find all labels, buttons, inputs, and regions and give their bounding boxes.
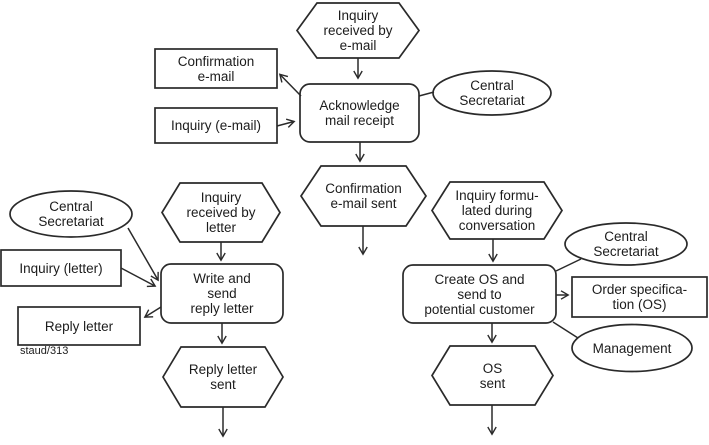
arrow-write-letter-to-reply-letter bbox=[143, 306, 162, 318]
document-reply-letter-shape bbox=[17, 306, 141, 346]
event-inquiry-received-email-shape bbox=[295, 2, 421, 59]
function-write-send-reply-letter-shape bbox=[160, 263, 284, 324]
orgunit-management-shape bbox=[571, 323, 693, 373]
arrow-secretariat-left-to-write-letter bbox=[127, 227, 159, 282]
orgunit-central-secretariat-top-shape bbox=[432, 70, 552, 116]
arrow-inquiry-letter-to-write-letter bbox=[120, 267, 157, 288]
line-secretariat-right-to-create-os bbox=[555, 258, 582, 272]
document-inquiry-email-shape bbox=[154, 107, 278, 144]
source-footnote: staud/313 bbox=[20, 345, 69, 357]
document-confirmation-email-shape bbox=[154, 48, 278, 89]
orgunit-central-secretariat-right-shape bbox=[564, 222, 688, 266]
event-confirmation-email-sent-shape bbox=[299, 165, 428, 227]
event-inquiry-received-letter-shape bbox=[161, 182, 281, 243]
line-acknowledge-to-secretariat-top bbox=[418, 91, 435, 97]
event-reply-letter-sent-shape bbox=[162, 346, 284, 408]
document-inquiry-letter-shape bbox=[0, 249, 122, 287]
function-create-os-send-customer-shape bbox=[402, 264, 557, 324]
arrow-inquiry-email-to-acknowledge bbox=[276, 118, 296, 128]
arrow-acknowledge-to-confirmation-email bbox=[278, 73, 302, 97]
event-os-sent-shape bbox=[431, 345, 554, 406]
orgunit-central-secretariat-left-shape bbox=[9, 190, 133, 238]
document-order-specification-shape bbox=[571, 276, 708, 318]
function-acknowledge-mail-receipt-shape bbox=[299, 83, 420, 143]
line-create-os-to-management bbox=[552, 321, 579, 339]
event-inquiry-formulated-conversation-shape bbox=[430, 181, 564, 240]
